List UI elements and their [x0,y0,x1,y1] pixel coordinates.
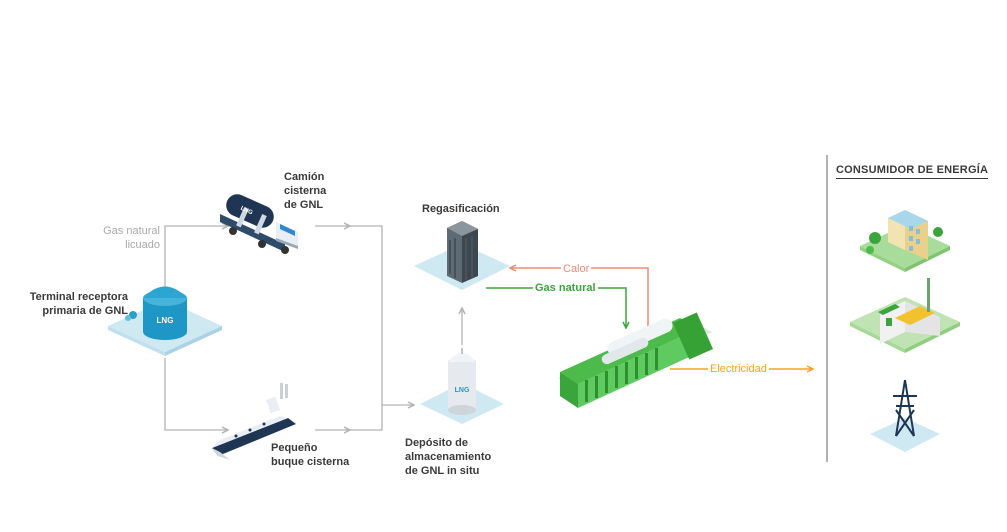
lng-liquid-label: Gas natural licuado [103,225,160,251]
lng-flow-lines [164,226,462,430]
regasification-label: Regasificación [422,203,500,215]
factory-icon [850,278,960,353]
terminal-tank-text: LNG [157,316,174,325]
storage-label: Depósito de almacenamiento de GNL in sit… [405,437,492,477]
storage-tank-text: LNG [455,387,470,394]
power-tower-icon [870,379,940,452]
terminal-label: Terminal receptora primaria de GNL [29,291,128,317]
ship-label: Pequeño buque cisterna [271,442,350,468]
natural-gas-label: Gas natural [533,281,598,295]
gas-engine-icon [558,312,714,408]
heat-line [510,268,649,330]
regasification-icon [414,221,510,290]
consumer-title: CONSUMIDOR DE ENERGÍA [836,164,989,179]
natural-gas-line [486,287,626,328]
electricity-label: Electricidad [708,362,769,376]
truck-label: Camión cisterna de GNL [284,171,327,211]
heat-label: Calor [561,262,592,276]
lng-terminal-icon: LNG [108,286,222,356]
truck-tank-text: LNG [239,206,253,217]
lng-ship-icon [212,383,296,460]
lng-truck-icon: LNG [220,194,298,254]
storage-tank-icon: LNG [420,348,504,424]
office-building-icon [860,210,950,272]
